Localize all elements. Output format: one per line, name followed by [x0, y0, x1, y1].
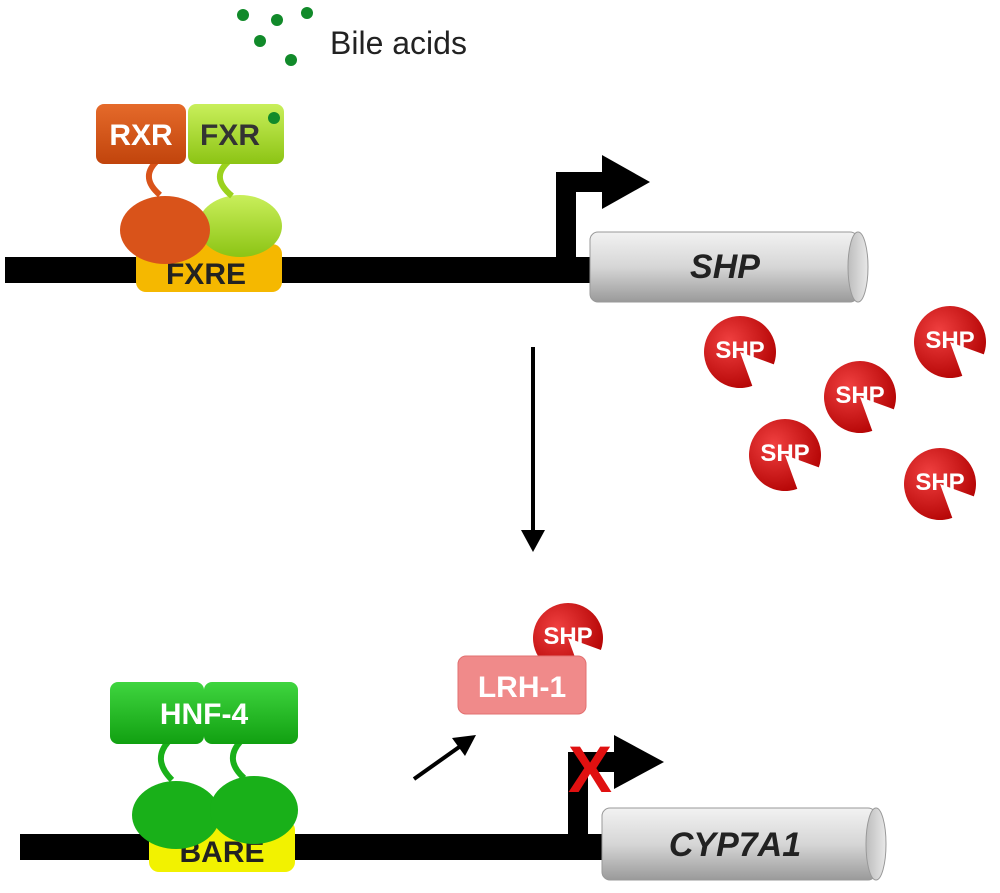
lrh1-box	[457, 655, 587, 715]
rxr-linker	[146, 159, 163, 198]
hnf4-linker-left	[158, 740, 175, 783]
shp-protein-4: SHP	[749, 419, 821, 492]
fxr-label: FXR	[200, 119, 260, 152]
shp-protein-2: SHP	[914, 306, 986, 379]
bound-bile-acid-icon	[268, 112, 280, 124]
rxr-ligand-domain	[96, 104, 186, 164]
shp-protein-label: SHP	[915, 469, 964, 496]
dna-strand-top	[5, 257, 595, 283]
bile-acid-dots-icon	[237, 7, 313, 66]
shp-gene-label: SHP	[690, 248, 760, 286]
promoter-arrow-bottom-icon	[568, 735, 664, 842]
hnf4-label: HNF-4	[160, 698, 249, 731]
lrh1-label: LRH-1	[478, 671, 566, 704]
down-arrow-head	[521, 530, 545, 552]
shp-protein-3: SHP	[823, 361, 896, 434]
rxr-dna-binding-domain	[120, 196, 210, 264]
rxr-label: RXR	[109, 119, 173, 152]
hnf4-ligand-domain-right	[204, 682, 298, 744]
hnf4-dna-binding-domain-left	[132, 781, 220, 849]
diagonal-arrow-head	[452, 735, 476, 756]
hnf4-linker-right	[230, 740, 247, 781]
shp-protein-5: SHP	[904, 447, 976, 520]
hnf4-dna-binding-domain-right	[210, 776, 298, 844]
fxr-linker	[217, 159, 234, 199]
cyp7a1-gene-cylinder	[601, 807, 887, 881]
shp-gene-cylinder	[589, 231, 869, 303]
shp-protein-1: SHP	[704, 316, 776, 389]
dna-strand-bottom	[20, 834, 610, 860]
shp-protein-label: SHP	[760, 440, 809, 467]
diagonal-arrow	[412, 743, 464, 781]
shp-protein-label: SHP	[543, 623, 592, 650]
shp-protein-label: SHP	[925, 327, 974, 354]
shp-protein-label: SHP	[835, 382, 884, 409]
fxr-ligand-domain	[188, 104, 284, 164]
hnf4-ligand-domain-left	[110, 682, 204, 744]
shp-protein-label: SHP	[715, 337, 764, 364]
bile-acids-label: Bile acids	[330, 25, 467, 61]
cyp7a1-gene-label: CYP7A1	[669, 826, 801, 864]
fxr-dna-binding-domain	[198, 195, 282, 257]
fxre-label: FXRE	[166, 258, 246, 291]
shp-protein-group: SHP SHP SHP SHP SHP	[704, 306, 986, 520]
blocked-x-icon: X	[568, 732, 612, 806]
promoter-arrow-top-icon	[556, 155, 650, 262]
